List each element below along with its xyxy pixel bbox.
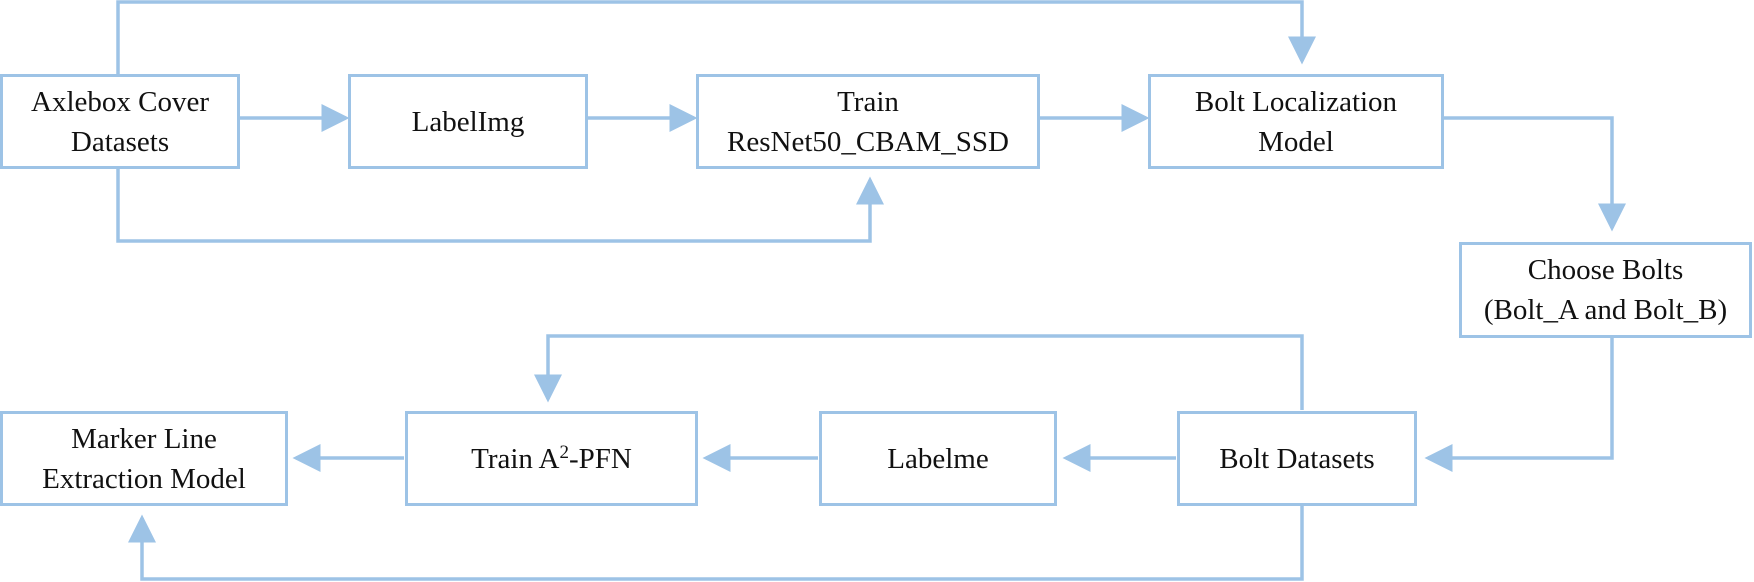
bolt-datasets-label: Bolt Datasets (1219, 442, 1375, 475)
train-pfn-superscript: 2 (559, 441, 570, 463)
train-pfn-label: Train A2-PFN (471, 439, 632, 479)
train-ssd-box: Train ResNet50_CBAM_SSD (696, 74, 1040, 169)
train-ssd-line2: ResNet50_CBAM_SSD (727, 125, 1009, 158)
marker-model-line1: Marker Line (71, 422, 217, 455)
labelme-box: Labelme (819, 411, 1057, 506)
marker-model-line2: Extraction Model (42, 462, 246, 495)
labelimg-box: LabelImg (348, 74, 588, 169)
choose-bolts-line1: Choose Bolts (1527, 254, 1684, 286)
bolt-localization-line2: Model (1258, 125, 1334, 158)
train-pfn-box: Train A2-PFN (405, 411, 698, 506)
arrow-bolt-localization-to-choose-bolts (1442, 116, 1626, 232)
labelme-label: Labelme (887, 442, 989, 475)
marker-line-extraction-model-box: Marker Line Extraction Model (0, 411, 288, 506)
arrow-bolt-datasets-to-train-pfn (534, 334, 1304, 410)
choose-bolts-line2: (Bolt_A and Bolt_B) (1483, 294, 1728, 326)
train-pfn-suffix: -PFN (569, 442, 632, 475)
axlebox-cover-datasets-box: Axlebox Cover Datasets (0, 74, 240, 169)
train-ssd-line1: Train (837, 85, 899, 118)
labelimg-label: LabelImg (411, 105, 525, 138)
arrow-axlebox-to-train-ssd (116, 168, 884, 243)
axlebox-line2: Datasets (70, 125, 170, 158)
train-pfn-prefix: Train A (471, 442, 560, 475)
arrow-choose-bolts-to-bolt-datasets (1424, 337, 1614, 472)
bolt-localization-model-box: Bolt Localization Model (1148, 74, 1444, 169)
choose-bolts-box: Choose Bolts (Bolt_A and Bolt_B) (1459, 242, 1752, 338)
bolt-datasets-box: Bolt Datasets (1177, 411, 1417, 506)
arrow-axlebox-to-bolt-localization (116, 0, 1316, 74)
axlebox-line1: Axlebox Cover (31, 85, 209, 118)
bolt-localization-line1: Bolt Localization (1194, 85, 1398, 118)
arrow-bolt-datasets-to-marker-model (128, 506, 1304, 581)
